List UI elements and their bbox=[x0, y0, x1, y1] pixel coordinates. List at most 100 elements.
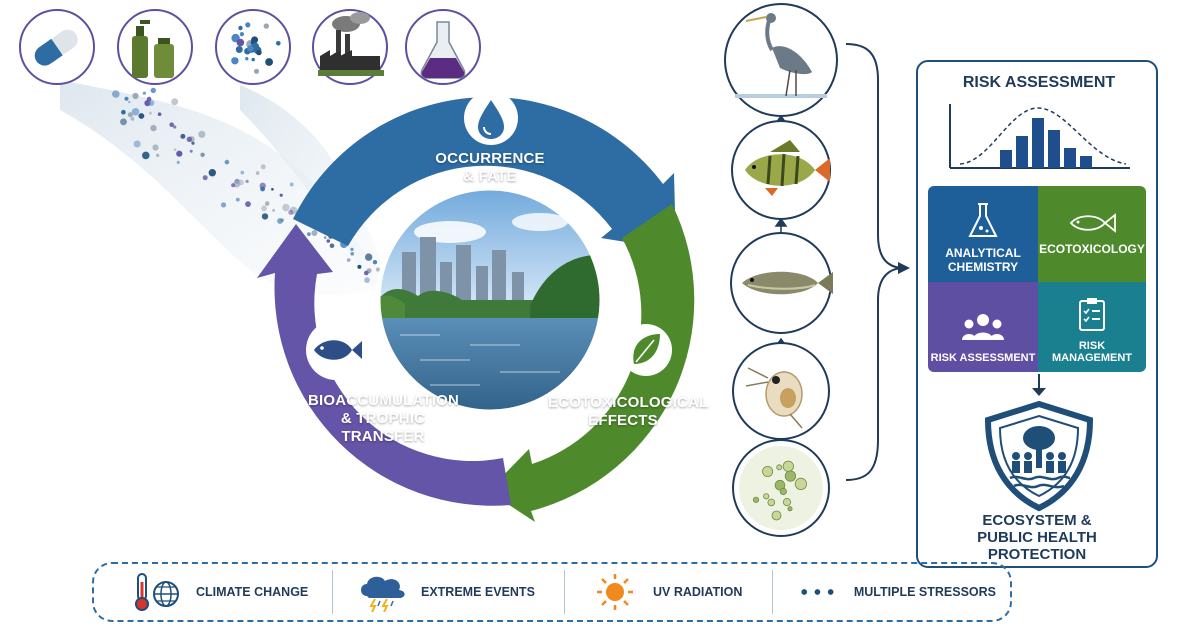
pollutant-particle bbox=[238, 179, 244, 186]
industrial-factory-icon bbox=[312, 9, 388, 85]
stressor-climate-label: CLIMATE CHANGE bbox=[196, 585, 309, 599]
pollutant-particle bbox=[375, 267, 381, 272]
pollutant-particle bbox=[245, 179, 249, 183]
microplastic-dot bbox=[251, 57, 255, 62]
stressor-extreme-label: EXTREME EVENTS bbox=[421, 585, 535, 599]
pollutant-particle bbox=[261, 205, 267, 212]
pollutant-particle bbox=[127, 112, 133, 118]
pollutant-particle bbox=[189, 149, 193, 153]
fish-icon bbox=[306, 320, 366, 380]
personal-care-bottles-icon bbox=[117, 9, 193, 85]
pollutant-particle bbox=[121, 109, 126, 115]
chemical-flask-icon bbox=[405, 9, 481, 85]
pollutant-particle bbox=[261, 213, 269, 220]
pollutant-particle bbox=[365, 253, 373, 261]
puzzle-analytical-chemistry: ANALYTICAL CHEMISTRY bbox=[928, 186, 1038, 282]
pollutant-particle bbox=[350, 252, 355, 256]
food-chain-item-heron bbox=[724, 3, 838, 117]
pollutant-particle bbox=[277, 218, 283, 224]
microplastic-dot bbox=[256, 49, 262, 56]
microplastic-dot bbox=[265, 58, 273, 66]
microplastic-dot bbox=[247, 45, 254, 52]
microplastic-dot bbox=[253, 68, 260, 74]
pollutant-particle bbox=[364, 277, 370, 283]
pollutant-particle bbox=[169, 122, 174, 127]
protection-line2: PUBLIC HEALTH bbox=[977, 529, 1097, 546]
sun-icon bbox=[597, 574, 633, 610]
pollutant-particle bbox=[157, 112, 162, 116]
pollutant-particle bbox=[279, 193, 283, 197]
risk-assessment-piece-label: RISK ASSESSMENT bbox=[930, 352, 1036, 364]
plankton-cell bbox=[779, 487, 787, 496]
dots-icon bbox=[801, 589, 834, 595]
ecotoxicological-effects-arc bbox=[488, 204, 695, 522]
plankton-cell bbox=[776, 464, 783, 471]
thermometer-globe-icon bbox=[135, 573, 179, 611]
analytical-line2: CHEMISTRY bbox=[947, 260, 1019, 274]
plankton-cell bbox=[782, 460, 794, 472]
ecotoxicological-effects-label: ECOTOXICOLOGICAL EFFECTS bbox=[548, 394, 708, 430]
river-landscape-image bbox=[378, 188, 602, 412]
occurrence-fate-line2: & FATE bbox=[463, 168, 517, 185]
stressor-climate-change: CLIMATE CHANGE bbox=[94, 570, 332, 614]
pollutant-particle bbox=[208, 169, 216, 177]
pollutant-particle bbox=[350, 247, 354, 251]
pollutant-particle bbox=[220, 202, 227, 208]
people-group-icon bbox=[962, 314, 1004, 340]
pollutant-particle bbox=[186, 136, 192, 142]
pollutant-particle bbox=[191, 141, 195, 145]
plankton-cell bbox=[752, 496, 760, 503]
microplastic-dot bbox=[235, 46, 243, 53]
stressor-extreme-events: EXTREME EVENTS bbox=[332, 570, 564, 614]
distribution-chart-icon bbox=[949, 104, 1130, 169]
pollutant-particle bbox=[173, 148, 177, 151]
risk-management-label: RISK MANAGEMENT bbox=[1051, 340, 1133, 364]
storm-cloud-icon bbox=[361, 576, 405, 612]
pollutant-particle bbox=[272, 208, 276, 212]
bioaccumulation-line1: BIOACCUMULATION bbox=[308, 392, 460, 409]
ecotoxicology-label: ECOTOXICOLOGY bbox=[1039, 242, 1145, 256]
shield-tree-icon bbox=[984, 400, 1094, 512]
pollutant-particle bbox=[176, 150, 183, 157]
pollutant-particle bbox=[289, 182, 294, 187]
pollutant-particle bbox=[282, 203, 290, 212]
ecotoxicological-effects-line2: EFFECTS bbox=[588, 412, 658, 429]
pollutant-particle bbox=[133, 140, 141, 148]
pollutant-particle bbox=[288, 209, 294, 215]
microplastic-dot bbox=[239, 31, 244, 37]
microplastic-dot bbox=[245, 22, 251, 28]
stressor-multiple-label: MULTIPLE STRESSORS bbox=[853, 585, 996, 599]
occurrence-fate-line1: OCCURRENCE bbox=[435, 150, 545, 167]
stressor-multiple: MULTIPLE STRESSORS bbox=[772, 570, 1006, 614]
plankton-cell bbox=[763, 493, 770, 500]
pollutant-particle bbox=[364, 270, 369, 276]
microplastic-dot bbox=[276, 41, 281, 46]
protection-line3: PROTECTION bbox=[987, 546, 1087, 563]
pollutant-particle bbox=[260, 164, 266, 170]
plankton-cell bbox=[784, 470, 797, 482]
bioaccumulation-line3: TRANSFER bbox=[341, 428, 425, 445]
plankton-cell bbox=[782, 497, 792, 507]
pollutant-particle bbox=[240, 170, 245, 175]
stressor-uv-label: UV RADIATION bbox=[653, 585, 743, 599]
food-chain-item-water-flea bbox=[732, 342, 830, 440]
water-drop-icon bbox=[464, 91, 518, 145]
bioaccumulation-label: BIOACCUMULATION & TROPHIC TRANSFER bbox=[308, 392, 460, 446]
pollutant-particle bbox=[255, 171, 260, 175]
pollutant-particle bbox=[245, 201, 251, 208]
stressors-bar: CLIMATE CHANGE EXTREME EVENTS UV RADIATI… bbox=[92, 562, 1012, 622]
microplastic-dot bbox=[238, 25, 243, 31]
pollutant-particle bbox=[150, 87, 156, 94]
pollutant-particle bbox=[150, 124, 157, 132]
pollutant-particle bbox=[132, 92, 139, 100]
pollutant-particle bbox=[235, 197, 240, 202]
pollutant-particle bbox=[311, 230, 318, 236]
pollutant-particle bbox=[152, 144, 159, 151]
pollutant-particle bbox=[357, 264, 362, 269]
pollutant-particle bbox=[149, 111, 152, 115]
pollutant-particle bbox=[171, 98, 179, 106]
plankton-cell bbox=[787, 506, 793, 512]
risk-assessment-panel: RISK ASSESSMENT ANALYTICAL CHEMISTRY ECO… bbox=[916, 60, 1158, 568]
pollutant-particle bbox=[156, 153, 160, 157]
